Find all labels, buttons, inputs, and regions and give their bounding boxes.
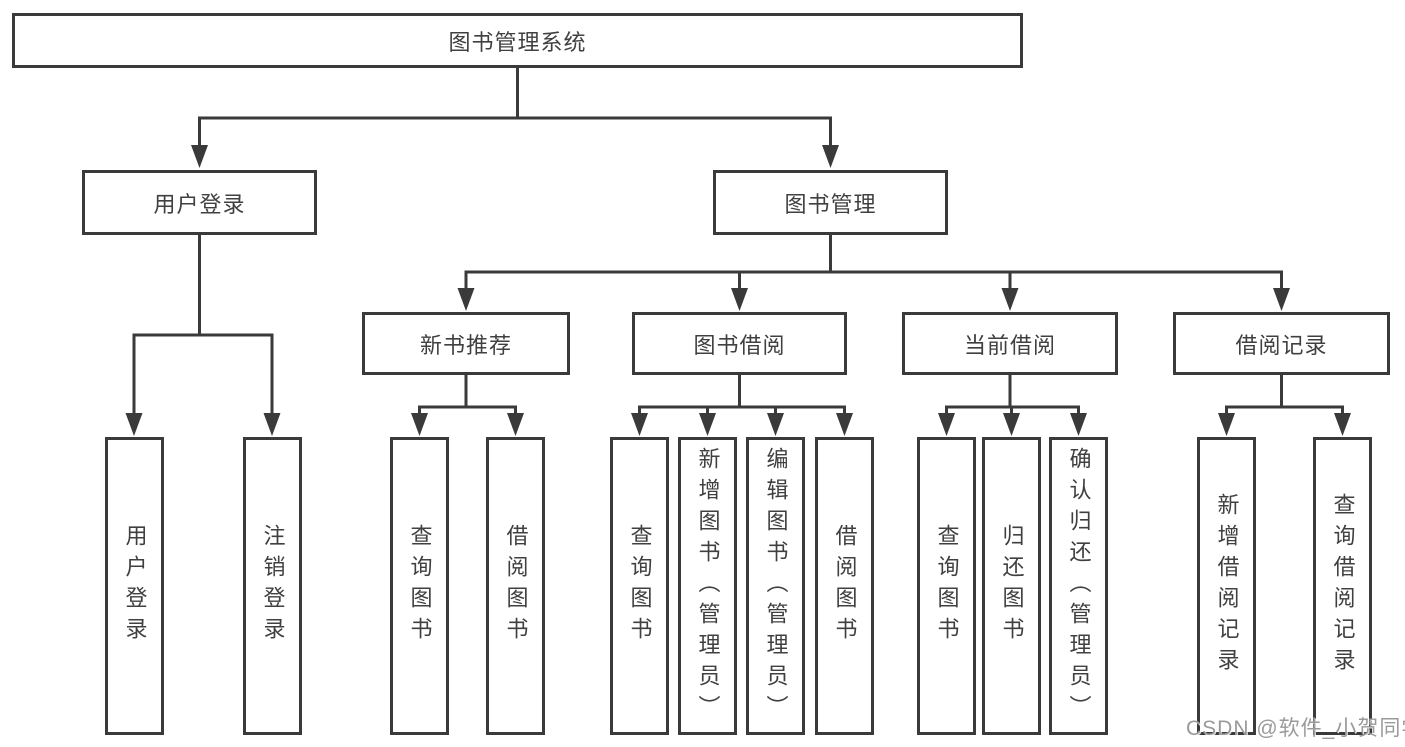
node-book-borrow: 图书借阅 <box>632 312 847 375</box>
node-borrow-records-label: 借阅记录 <box>1235 332 1328 358</box>
node-new-book-recommend: 新书推荐 <box>362 312 570 375</box>
leaf-query-books-current-label: 查询图书 <box>934 524 960 648</box>
leaf-confirm-return-admin-label: 确认归还（管理员） <box>1066 446 1092 726</box>
leaf-edit-books-admin-label: 编辑图书（管理员） <box>763 446 789 726</box>
leaf-borrow-books-borrow-label: 借阅图书 <box>832 524 858 648</box>
leaf-query-borrow-record-label: 查询借阅记录 <box>1330 493 1356 679</box>
leaf-borrow-books-recommend-label: 借阅图书 <box>503 524 529 648</box>
watermark: CSDN @软件_小贺同学 <box>1186 717 1405 740</box>
node-root-label: 图书管理系统 <box>448 29 587 55</box>
leaf-query-books-borrow: 查询图书 <box>610 437 669 735</box>
leaf-add-books-admin: 新增图书（管理员） <box>678 437 737 735</box>
leaf-user-login: 用户登录 <box>105 437 164 735</box>
node-root: 图书管理系统 <box>12 13 1023 68</box>
leaf-return-books-label: 归还图书 <box>999 524 1025 648</box>
leaf-add-borrow-record: 新增借阅记录 <box>1197 437 1256 735</box>
node-current-borrow-label: 当前借阅 <box>963 332 1056 358</box>
leaf-query-books-recommend-label: 查询图书 <box>407 524 433 648</box>
leaf-edit-books-admin: 编辑图书（管理员） <box>746 437 805 735</box>
leaf-confirm-return-admin: 确认归还（管理员） <box>1049 437 1108 735</box>
node-user-login: 用户登录 <box>82 170 317 235</box>
leaf-logout-label: 注销登录 <box>260 524 286 648</box>
leaf-query-borrow-record: 查询借阅记录 <box>1313 437 1372 735</box>
leaf-query-books-current: 查询图书 <box>917 437 976 735</box>
leaf-logout: 注销登录 <box>243 437 302 735</box>
node-current-borrow: 当前借阅 <box>902 312 1118 375</box>
leaf-user-login-label: 用户登录 <box>122 524 148 648</box>
leaf-add-books-admin-label: 新增图书（管理员） <box>695 446 721 726</box>
node-user-login-label: 用户登录 <box>153 191 246 217</box>
leaf-borrow-books-recommend: 借阅图书 <box>486 437 545 735</box>
node-book-management: 图书管理 <box>713 170 948 235</box>
leaf-borrow-books-borrow: 借阅图书 <box>815 437 874 735</box>
node-book-borrow-label: 图书借阅 <box>693 332 786 358</box>
arrowheads <box>125 145 1351 436</box>
node-borrow-records: 借阅记录 <box>1173 312 1390 375</box>
leaf-query-books-borrow-label: 查询图书 <box>627 524 653 648</box>
leaf-return-books: 归还图书 <box>982 437 1041 735</box>
leaf-add-borrow-record-label: 新增借阅记录 <box>1214 493 1240 679</box>
node-new-book-recommend-label: 新书推荐 <box>419 332 512 358</box>
node-book-management-label: 图书管理 <box>784 191 877 217</box>
leaf-query-books-recommend: 查询图书 <box>390 437 449 735</box>
